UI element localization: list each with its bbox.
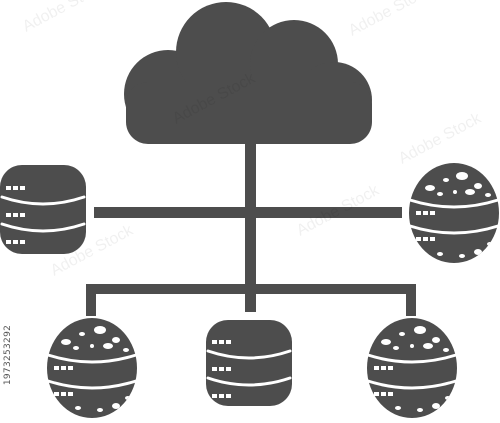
globe-database-icon-bottom-left xyxy=(47,318,137,418)
database-icon-bottom-center xyxy=(206,320,292,406)
database-icon-left xyxy=(0,165,86,254)
globe-database-icon-right xyxy=(409,163,499,263)
watermark-text: Adobe Stock xyxy=(20,0,109,36)
stock-id-label: 1973253292 xyxy=(1,300,15,410)
cloud-icon xyxy=(124,2,372,144)
watermark-text: Adobe Stock xyxy=(346,0,435,40)
connection-lines xyxy=(86,140,416,316)
stock-id-text: 1973253292 xyxy=(3,324,13,386)
watermark-text: Adobe Stock xyxy=(396,109,485,167)
globe-database-icon-bottom-right xyxy=(367,318,457,418)
